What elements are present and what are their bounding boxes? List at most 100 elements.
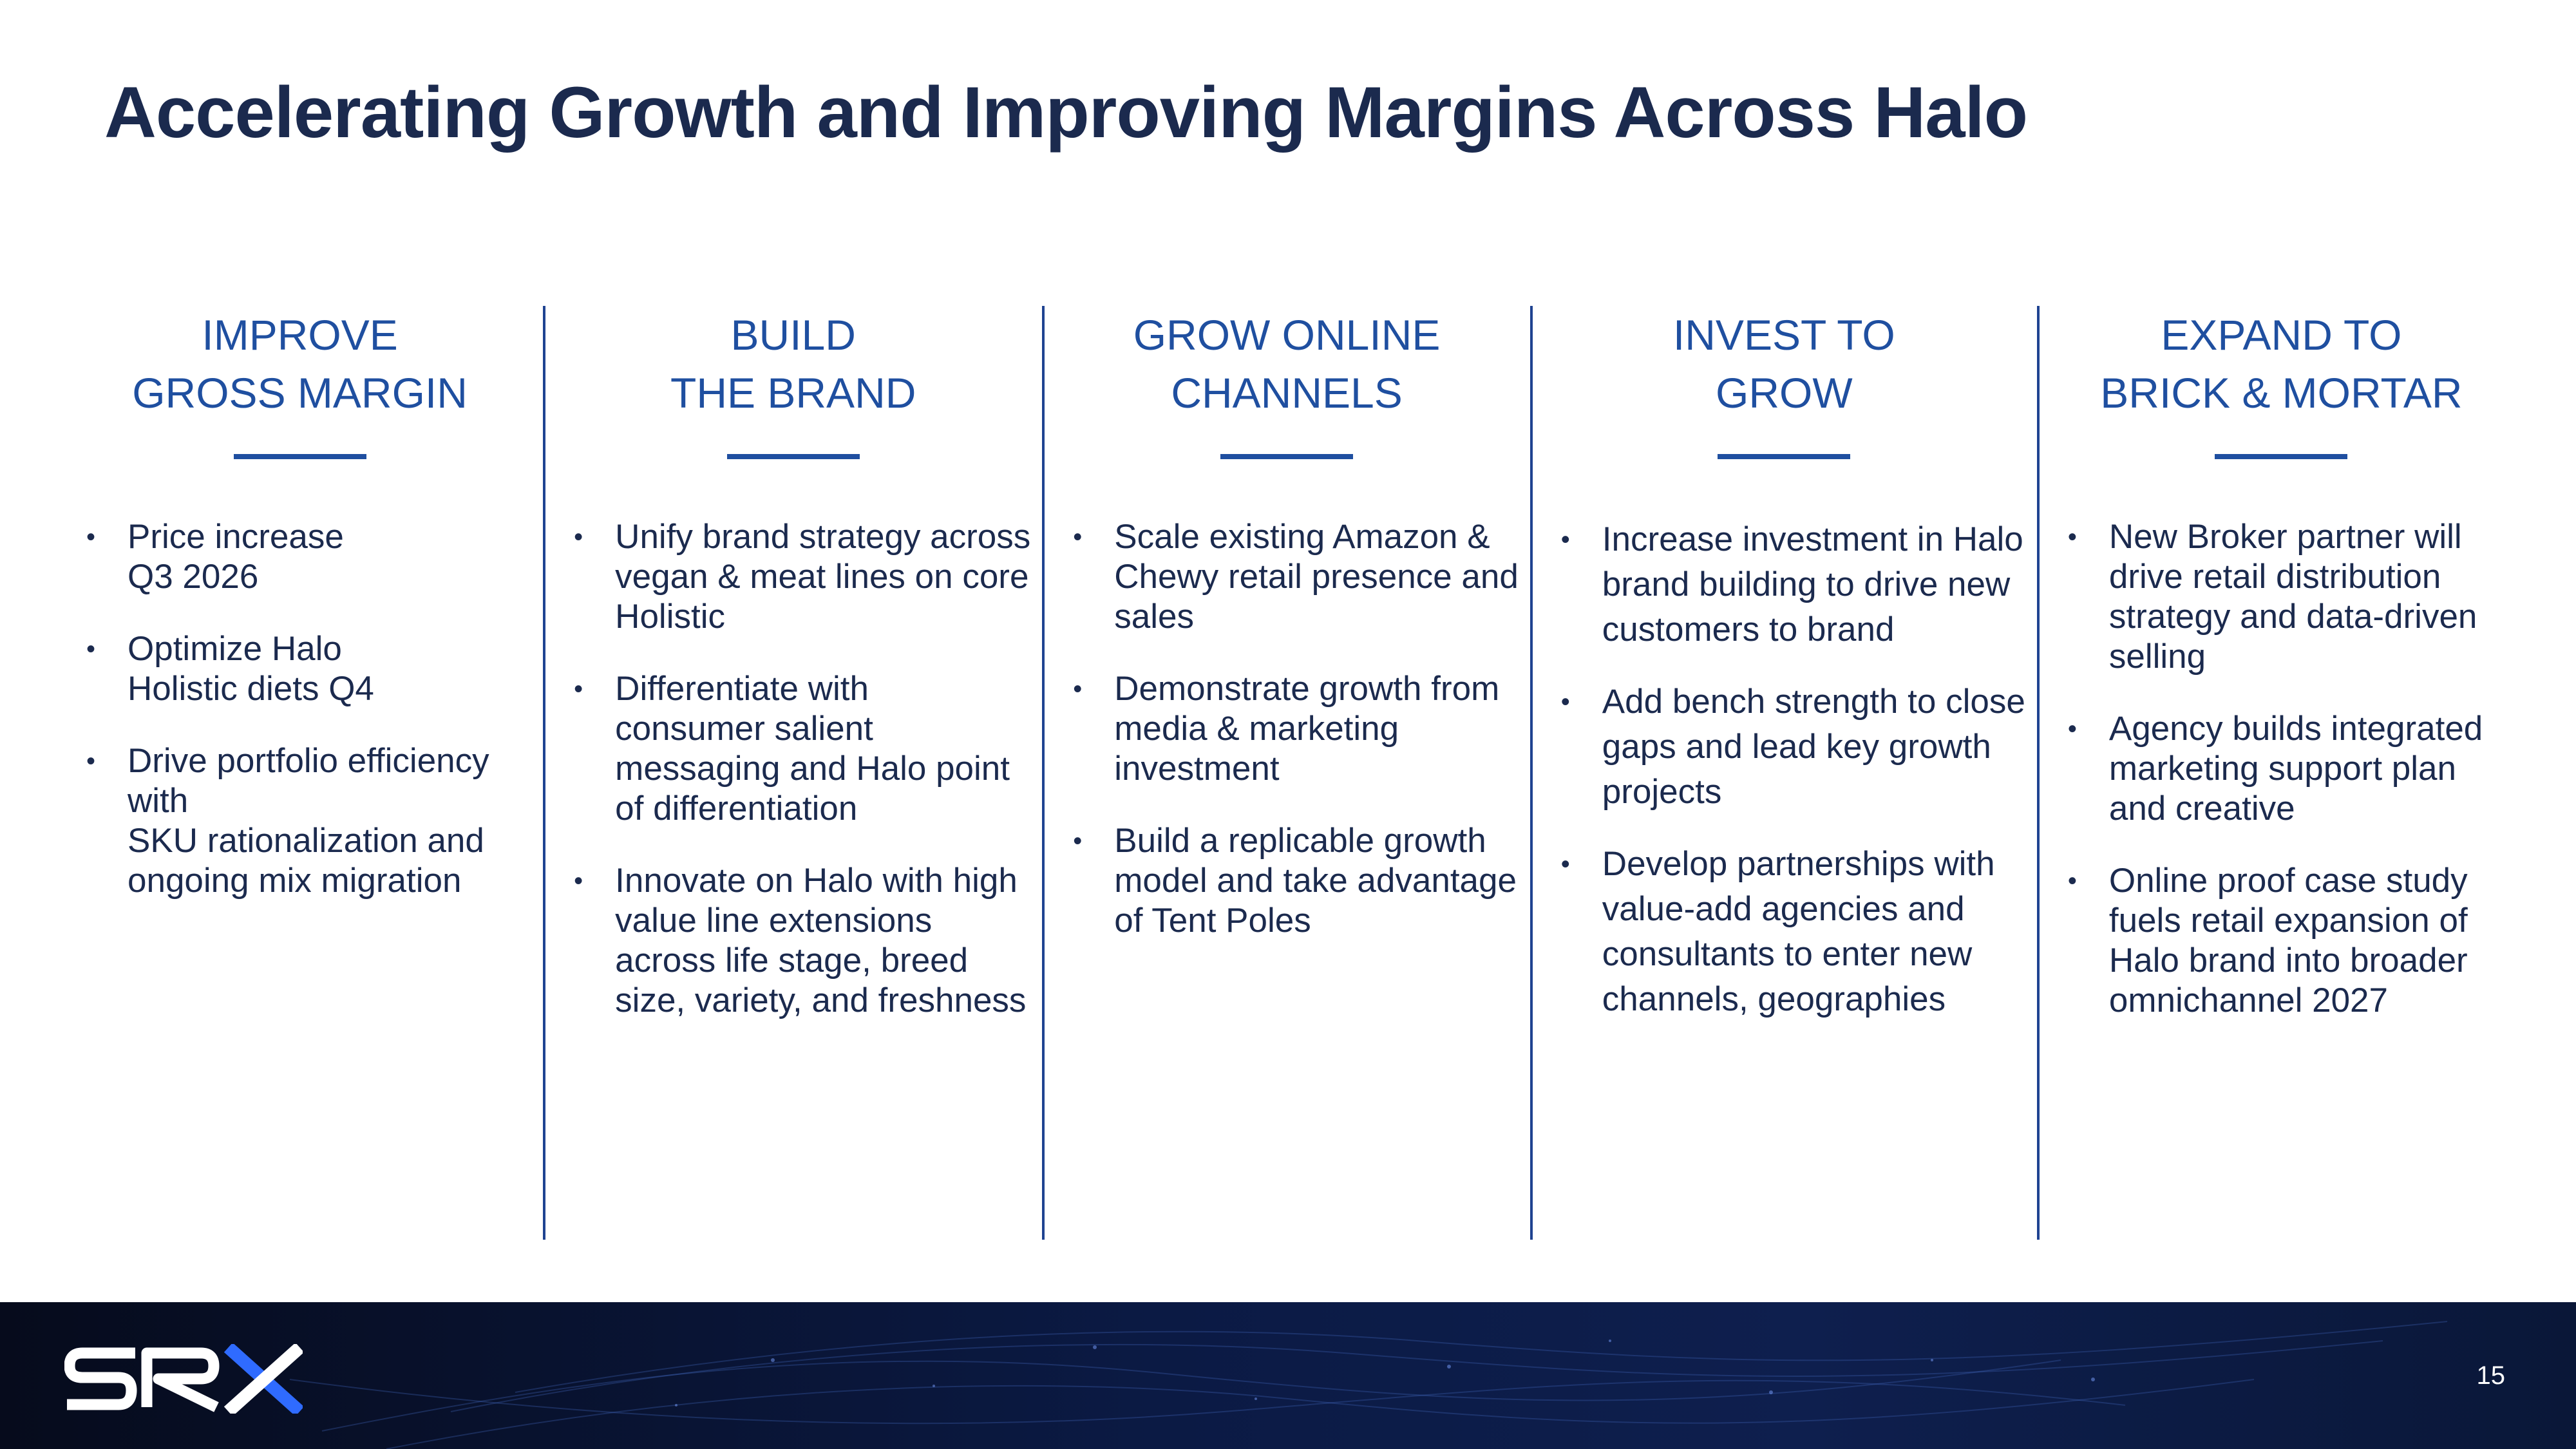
bullet-text: Drive portfolio efficiency bbox=[128, 742, 489, 780]
column-heading-line: GROSS MARGIN bbox=[132, 369, 468, 417]
column-heading: BUILD THE BRAND bbox=[571, 306, 1030, 422]
slide-title: Accelerating Growth and Improving Margin… bbox=[104, 72, 2028, 153]
bullet-text: Holistic diets Q4 bbox=[128, 670, 374, 708]
bullet-item: Optimize Halo Holistic diets Q4 bbox=[84, 629, 531, 709]
heading-underline bbox=[726, 454, 860, 459]
bullet-item: Add bench strength to close gaps and lea… bbox=[1558, 679, 2025, 815]
bullet-text: messaging and Halo point bbox=[615, 750, 1010, 788]
column-heading-line: INVEST TO bbox=[1672, 311, 1895, 359]
bullet-text: vegan & meat lines on core bbox=[615, 558, 1029, 596]
bullet-text: investment bbox=[1114, 750, 1280, 788]
bullet-text: Halo brand into broader bbox=[2108, 942, 2468, 980]
column-heading-line: IMPROVE bbox=[202, 311, 398, 359]
bullet-text: Scale existing Amazon & bbox=[1114, 518, 1490, 556]
column-heading: IMPROVE GROSS MARGIN bbox=[84, 306, 531, 422]
column-build-the-brand: BUILD THE BRAND Unify brand strategy acr… bbox=[543, 306, 1042, 1240]
bullet-text: Increase investment in Halo bbox=[1602, 520, 2023, 558]
bullet-text: ongoing mix migration bbox=[128, 862, 462, 900]
bullet-text: across life stage, breed bbox=[615, 942, 969, 980]
bullet-text: consultants to enter new bbox=[1602, 935, 1973, 973]
column-heading: GROW ONLINE CHANNELS bbox=[1070, 306, 1519, 422]
bullet-item: Differentiate with consumer salient mess… bbox=[571, 669, 1030, 829]
bullet-text: Demonstrate growth from bbox=[1114, 670, 1500, 708]
bullet-text: Agency builds integrated bbox=[2108, 710, 2483, 748]
bullet-text: marketing support plan bbox=[2108, 750, 2456, 788]
column-heading-line: EXPAND TO bbox=[2161, 311, 2402, 359]
column-heading-line: GROW ONLINE bbox=[1133, 311, 1441, 359]
heading-underline bbox=[2215, 454, 2348, 459]
bullet-list: Price increase Q3 2026 Optimize Halo Hol… bbox=[84, 517, 531, 901]
column-expand-to-brick-and-mortar: EXPAND TO BRICK & MORTAR New Broker part… bbox=[2036, 306, 2524, 1240]
bullet-text: of differentiation bbox=[615, 790, 858, 828]
bullet-text: selling bbox=[2108, 638, 2206, 676]
bullet-text: Innovate on Halo with high bbox=[615, 862, 1018, 900]
column-invest-to-grow: INVEST TO GROW Increase investment in Ha… bbox=[1530, 306, 2037, 1240]
column-grow-online-channels: GROW ONLINE CHANNELS Scale existing Amaz… bbox=[1042, 306, 1530, 1240]
column-heading-line: BRICK & MORTAR bbox=[2100, 369, 2463, 417]
bullet-list: Scale existing Amazon & Chewy retail pre… bbox=[1070, 517, 1519, 941]
bullet-text: drive retail distribution bbox=[2108, 558, 2441, 596]
bullet-text: SKU rationalization and bbox=[128, 822, 484, 860]
bullet-text: Build a replicable growth bbox=[1114, 822, 1486, 860]
heading-underline bbox=[233, 454, 366, 459]
footer-band: 15 bbox=[0, 1302, 2576, 1449]
bullet-text: sales bbox=[1114, 598, 1195, 636]
bullet-text: Develop partnerships with bbox=[1602, 845, 1995, 883]
bullet-text: Optimize Halo bbox=[128, 630, 342, 668]
bullet-text: strategy and data-driven bbox=[2108, 598, 2477, 636]
bullet-text: value line extensions bbox=[615, 902, 933, 940]
bullet-item: Agency builds integrated marketing suppo… bbox=[2065, 709, 2513, 829]
bullet-text: media & marketing bbox=[1114, 710, 1399, 748]
bullet-list: Increase investment in Halo brand buildi… bbox=[1558, 517, 2025, 1022]
bullet-text: customers to brand bbox=[1602, 611, 1895, 649]
bullet-item: Price increase Q3 2026 bbox=[84, 517, 531, 597]
bullet-text: with bbox=[128, 782, 189, 820]
bullet-text: Add bench strength to close bbox=[1602, 683, 2025, 721]
bullet-text: value-add agencies and bbox=[1602, 890, 1965, 928]
bullet-list: Unify brand strategy across vegan & meat… bbox=[571, 517, 1030, 1021]
bullet-item: Increase investment in Halo brand buildi… bbox=[1558, 517, 2025, 652]
bullet-text: omnichannel 2027 bbox=[2108, 981, 2389, 1019]
column-improve-gross-margin: IMPROVE GROSS MARGIN Price increase Q3 2… bbox=[58, 306, 543, 1240]
bullet-text: Holistic bbox=[615, 598, 725, 636]
bullet-text: Online proof case study bbox=[2108, 862, 2468, 900]
bullet-item: Unify brand strategy across vegan & meat… bbox=[571, 517, 1030, 637]
bullet-text: model and take advantage bbox=[1114, 862, 1517, 900]
heading-underline bbox=[1718, 454, 1851, 459]
bullet-text: consumer salient bbox=[615, 710, 873, 748]
bullet-text: Q3 2026 bbox=[128, 558, 259, 596]
strategy-columns: IMPROVE GROSS MARGIN Price increase Q3 2… bbox=[58, 306, 2524, 1240]
bullet-text: and creative bbox=[2108, 790, 2295, 828]
bullet-item: Online proof case study fuels retail exp… bbox=[2065, 861, 2513, 1021]
bullet-item: Scale existing Amazon & Chewy retail pre… bbox=[1070, 517, 1519, 637]
bullet-text: Price increase bbox=[128, 518, 344, 556]
bullet-text: Chewy retail presence and bbox=[1114, 558, 1519, 596]
bullet-text: fuels retail expansion of bbox=[2108, 902, 2468, 940]
bullet-text: of Tent Poles bbox=[1114, 902, 1311, 940]
column-heading: INVEST TO GROW bbox=[1558, 306, 2025, 422]
column-heading-line: THE BRAND bbox=[670, 369, 916, 417]
bullet-text: size, variety, and freshness bbox=[615, 981, 1027, 1019]
bullet-text: projects bbox=[1602, 773, 1722, 811]
bullet-text: Differentiate with bbox=[615, 670, 869, 708]
bullet-item: Drive portfolio efficiency with SKU rati… bbox=[84, 741, 531, 901]
heading-underline bbox=[1220, 454, 1354, 459]
bullet-item: New Broker partner will drive retail dis… bbox=[2065, 517, 2513, 677]
network-background-graphic bbox=[289, 1321, 2448, 1449]
column-heading-line: CHANNELS bbox=[1171, 369, 1403, 417]
bullet-list: New Broker partner will drive retail dis… bbox=[2065, 517, 2513, 1021]
bullet-text: channels, geographies bbox=[1602, 980, 1946, 1018]
bullet-item: Demonstrate growth from media & marketin… bbox=[1070, 669, 1519, 789]
bullet-item: Build a replicable growth model and take… bbox=[1070, 821, 1519, 941]
bullet-text: Unify brand strategy across bbox=[615, 518, 1031, 556]
srx-logo bbox=[64, 1344, 303, 1414]
bullet-text: gaps and lead key growth bbox=[1602, 728, 1991, 766]
column-heading-line: GROW bbox=[1716, 369, 1853, 417]
bullet-text: brand building to drive new bbox=[1602, 565, 2011, 603]
column-heading: EXPAND TO BRICK & MORTAR bbox=[2065, 306, 2513, 422]
bullet-item: Innovate on Halo with high value line ex… bbox=[571, 861, 1030, 1021]
bullet-item: Develop partnerships with value-add agen… bbox=[1558, 842, 2025, 1022]
column-heading-line: BUILD bbox=[730, 311, 856, 359]
bullet-text: New Broker partner will bbox=[2108, 518, 2462, 556]
page-number: 15 bbox=[2476, 1361, 2506, 1390]
